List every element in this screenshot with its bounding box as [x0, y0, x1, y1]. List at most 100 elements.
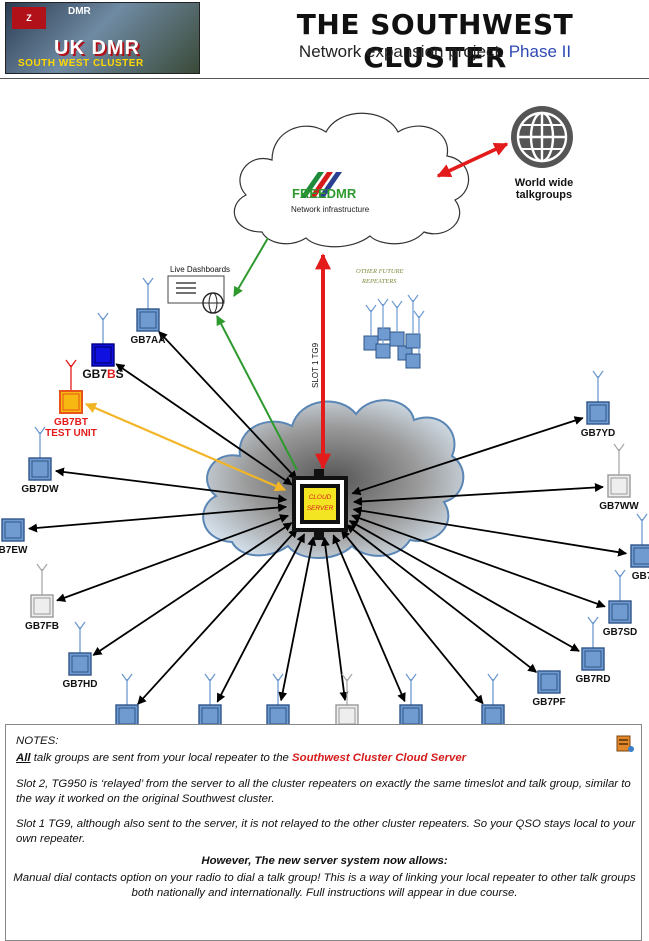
repeater-label-gb7fb: GB7FB [25, 621, 59, 632]
antenna-gb7mj [405, 673, 417, 705]
network-cloud [233, 112, 470, 248]
repeater-inner-gb7lz [338, 707, 356, 724]
repeater-sublabel-gb7bt: TEST UNIT [45, 428, 97, 439]
repeater-inner-gb7dw [31, 460, 49, 478]
antenna-gb3jb [121, 673, 133, 705]
repeater-label-gb7rd: GB7RD [575, 674, 610, 685]
repeater-box-gb7rd [581, 647, 605, 671]
uk-dmr-banner-logo: Z DMR UK DMR SOUTH WEST CLUSTER [5, 2, 200, 74]
antenna-gb7aa [142, 277, 154, 309]
repeater-box-gb7lz [335, 704, 359, 724]
repeater-gb7fb: GB7FB [25, 563, 59, 632]
repeater-box-gb7fb [30, 594, 54, 618]
notes-heading: NOTES: [16, 735, 59, 747]
repeater-label-gb7bs: GB7BS [82, 367, 123, 381]
repeater-label-gb7dw: GB7DW [21, 484, 59, 495]
repeater-gb3nd: GB3ND [481, 673, 505, 724]
future-repeaters-cluster [363, 294, 425, 369]
repeater-label-gb7yd: GB7YD [581, 428, 615, 439]
repeater-gb7lz: GB7LZ [335, 673, 359, 724]
antenna-gb7bs [97, 312, 109, 344]
banner-title: UK DMR [54, 37, 140, 59]
repeater-box-gb7dw [28, 457, 52, 481]
repeater-box-gb3nd [481, 704, 505, 724]
antenna-gb7kt [272, 673, 284, 705]
network-diagram: FREEDMR Network infrastructure World wid… [0, 106, 649, 724]
future-label-1: OTHER FUTURE [356, 268, 404, 275]
notes-paragraph-1: All talk groups are sent from your local… [16, 752, 636, 764]
repeater-gb7: GB7 [630, 513, 649, 582]
antenna-gb7ww [613, 443, 625, 475]
repeater-box-gb7hd [68, 652, 92, 676]
repeater-inner-gb7hd [71, 655, 89, 673]
server-label-2: SERVER [307, 505, 334, 512]
repeater-inner-gb7yd [589, 404, 607, 422]
banner-badge: Z [12, 7, 46, 29]
subtitle-main: Network expansion project. [298, 42, 504, 61]
repeater-box-gb7 [630, 544, 649, 568]
antenna-gb7lz [341, 673, 353, 705]
notes-box: NOTES: All talk groups are sent from you… [5, 724, 642, 941]
repeater-inner-gb7mj [402, 707, 420, 724]
spoke-arrow-gb7lz [320, 536, 349, 702]
spoke-arrow-gb7hd [92, 522, 293, 656]
future-label-2: REPEATERS [361, 278, 397, 285]
repeater-label-gb7aa: GB7AA [130, 335, 165, 346]
dashboards-label: Live Dashboards [170, 265, 230, 274]
repeater-label-gb7: GB7 [632, 571, 649, 582]
repeater-inner-gb7pf [540, 673, 558, 691]
notes-all-strong: All [16, 752, 31, 764]
test-unit-link-arrow [84, 402, 287, 492]
repeater-inner-gb7jb [201, 707, 219, 724]
banner-subtitle: SOUTH WEST CLUSTER [18, 58, 144, 69]
repeater-box-gb7ew [1, 518, 25, 542]
repeater-gb7sd: GB7SD [603, 569, 637, 638]
repeater-label-gb7sd: GB7SD [603, 627, 637, 638]
spoke-arrow-gb3jb [137, 528, 298, 705]
repeater-inner-gb7ew [4, 521, 22, 539]
repeater-box-gb7aa [136, 308, 160, 332]
world-label-1: World wide [515, 177, 573, 189]
notes-p1-text: talk groups are sent from your local rep… [30, 752, 293, 764]
repeater-inner-gb7ww [610, 477, 628, 495]
repeater-gb7dw: GB7DW [21, 426, 59, 495]
slot1-tg9-label: SLOT 1 TG9 [311, 342, 320, 388]
repeater-gb3jb: GB3JB [115, 673, 139, 724]
repeater-gb7ww: GB7WW [599, 443, 639, 512]
spoke-arrow-gb7 [352, 506, 628, 557]
repeater-gb7jb: GB7JB [198, 673, 222, 724]
repeater-box-gb7ww [607, 474, 631, 498]
server-rack-icon [616, 735, 634, 752]
antenna-gb7jb [204, 673, 216, 705]
spoke-arrow-gb7fb [56, 514, 289, 602]
antenna-gb7hd [74, 621, 86, 653]
repeater-gb7mj: GB7MJ [399, 673, 423, 724]
repeater-inner-gb7 [633, 547, 649, 565]
spoke-arrow-gb7jb [216, 533, 306, 703]
page-title: THE SOUTHWEST CLUSTER [296, 8, 574, 74]
header-divider [0, 78, 649, 79]
globe-icon [511, 106, 573, 168]
repeater-box-gb7bs [91, 343, 115, 367]
repeater-gb7bs: GB7BS [82, 312, 124, 381]
repeater-gb7ew: B7EW [0, 518, 28, 556]
spoke-arrow-gb7kt [278, 536, 317, 702]
antenna-gb3nd [487, 673, 499, 705]
repeater-inner-gb7aa [139, 311, 157, 329]
dashboard-link-arrow [233, 237, 269, 297]
repeater-box-gb7mj [399, 704, 423, 724]
notes-server-name: Southwest Cluster Cloud Server [292, 752, 467, 764]
repeater-label-gb7bt: GB7BT [54, 417, 88, 428]
world-link-arrow [436, 142, 509, 178]
repeater-inner-gb7sd [611, 603, 629, 621]
repeater-gb7kt: GB7KT [266, 673, 290, 724]
page-subtitle: Network expansion project. Phase II [230, 42, 640, 62]
repeater-inner-gb3nd [484, 707, 502, 724]
antenna-gb7 [636, 513, 648, 545]
repeater-inner-gb7kt [269, 707, 287, 724]
world-label-2: talkgroups [516, 189, 572, 201]
banner-dmr-text: DMR [68, 6, 91, 17]
repeater-box-gb3jb [115, 704, 139, 724]
